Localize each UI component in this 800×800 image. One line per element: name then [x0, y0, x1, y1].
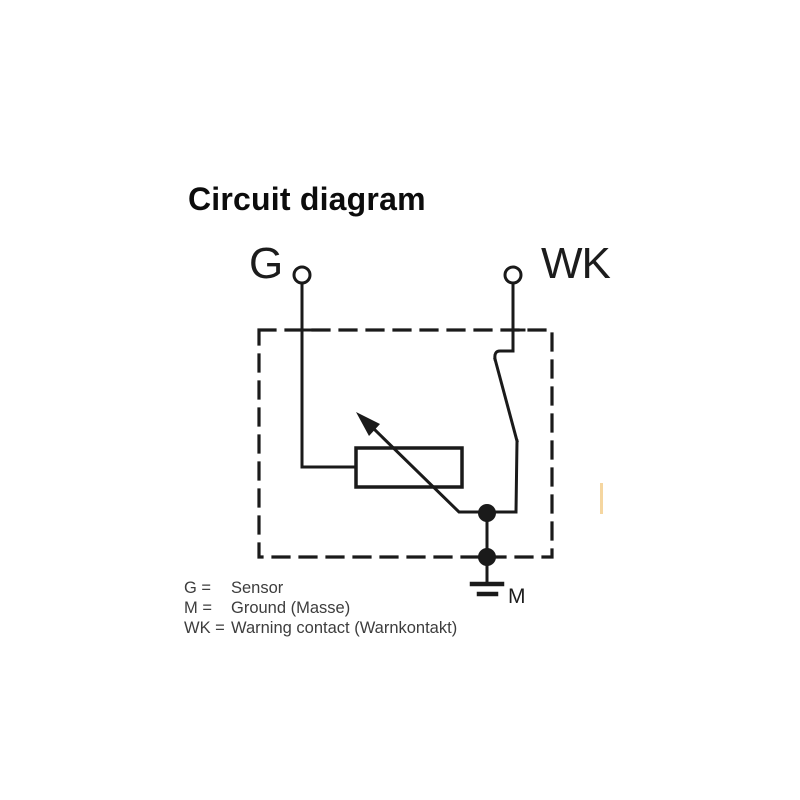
legend-description: Warning contact (Warnkontakt) [231, 619, 458, 637]
g-lead-wire [300, 282, 358, 469]
highlight-artifact [600, 483, 603, 514]
legend-row-m: M = Ground (Masse) [184, 598, 457, 618]
dashed-boundary-box [257, 328, 554, 559]
wiper-shaft [372, 427, 489, 514]
legend-row-wk: WK = Warning contact (Warnkontakt) [184, 618, 457, 638]
legend-key: G = [184, 579, 212, 597]
switch-pivot-hook [493, 349, 515, 361]
legend-description: Ground (Masse) [231, 599, 351, 617]
page-title: Circuit diagram [188, 181, 426, 217]
legend-row-g: G = Sensor [184, 578, 457, 598]
legend-key: WK = [184, 619, 225, 637]
terminal-wk-label: WK [541, 239, 611, 288]
legend-key: M = [184, 599, 212, 617]
terminal-wk-circle-icon [503, 265, 523, 285]
switch-lower-wire [486, 439, 519, 514]
ground-m-label: M [508, 585, 526, 608]
variable-resistor-body [354, 446, 464, 489]
legend-description: Sensor [231, 579, 284, 597]
terminal-g-label: G [249, 239, 284, 288]
switch-blade [493, 357, 519, 443]
junction-dot [478, 504, 496, 522]
terminal-g-circle-icon [292, 265, 312, 285]
wiper-arrow-head-icon [356, 412, 380, 436]
legend: G = Sensor M = Ground (Masse) WK = Warni… [184, 578, 457, 638]
